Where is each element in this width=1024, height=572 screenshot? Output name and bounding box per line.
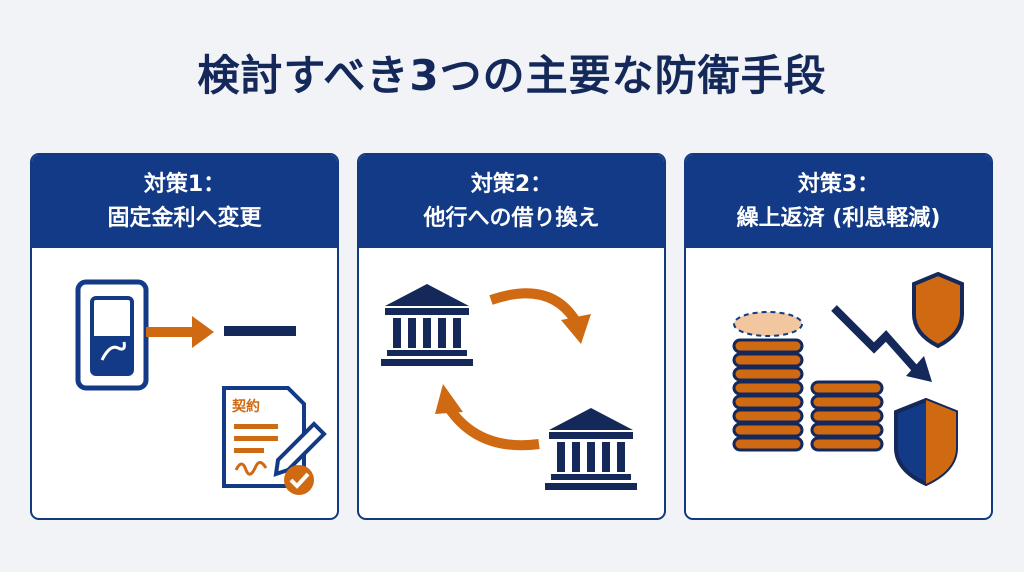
card-label: 対策3： xyxy=(797,171,880,197)
card-label: 対策1： xyxy=(143,171,226,197)
card-illustration xyxy=(686,248,991,518)
contract-label: 契約 xyxy=(231,398,260,415)
coin-stack-tall-icon xyxy=(732,311,804,452)
card-fixed-rate: 対策1： 固定金利へ変更 契約 xyxy=(30,153,339,520)
downtrend-arrow-icon xyxy=(831,305,932,382)
card-header: 対策1： 固定金利へ変更 xyxy=(32,155,337,248)
refinance-arrow-icon xyxy=(489,288,591,344)
arrow-right-icon xyxy=(146,316,214,348)
coin-stack-short-icon xyxy=(810,380,884,452)
card-title: 固定金利へ変更 xyxy=(107,205,262,231)
card-title: 他行への借り換え xyxy=(423,205,600,231)
variable-rate-switch-icon xyxy=(75,279,149,391)
card-label: 対策2： xyxy=(470,171,553,197)
check-circle-icon xyxy=(284,465,314,495)
card-header: 対策2： 他行への借り換え xyxy=(359,155,664,248)
card-prepayment: 対策3： 繰上返済 (利息軽減) xyxy=(684,153,993,520)
bank-icon xyxy=(545,408,637,490)
card-header: 対策3： 繰上返済 (利息軽減) xyxy=(686,155,991,248)
card-illustration: 契約 xyxy=(32,248,337,518)
bank-icon xyxy=(381,284,473,366)
fixed-rate-line-icon xyxy=(224,326,296,336)
card-title: 繰上返済 (利息軽減) xyxy=(736,205,941,231)
return-arrow-icon xyxy=(435,384,540,451)
shield-icon xyxy=(912,271,964,349)
page-title: 検討すべき3つの主要な防衛手段 xyxy=(197,51,827,100)
card-refinance: 対策2： 他行への借り換え xyxy=(357,153,666,520)
pen-icon xyxy=(273,421,327,477)
card-illustration xyxy=(359,248,664,518)
shield-icon xyxy=(894,397,958,487)
